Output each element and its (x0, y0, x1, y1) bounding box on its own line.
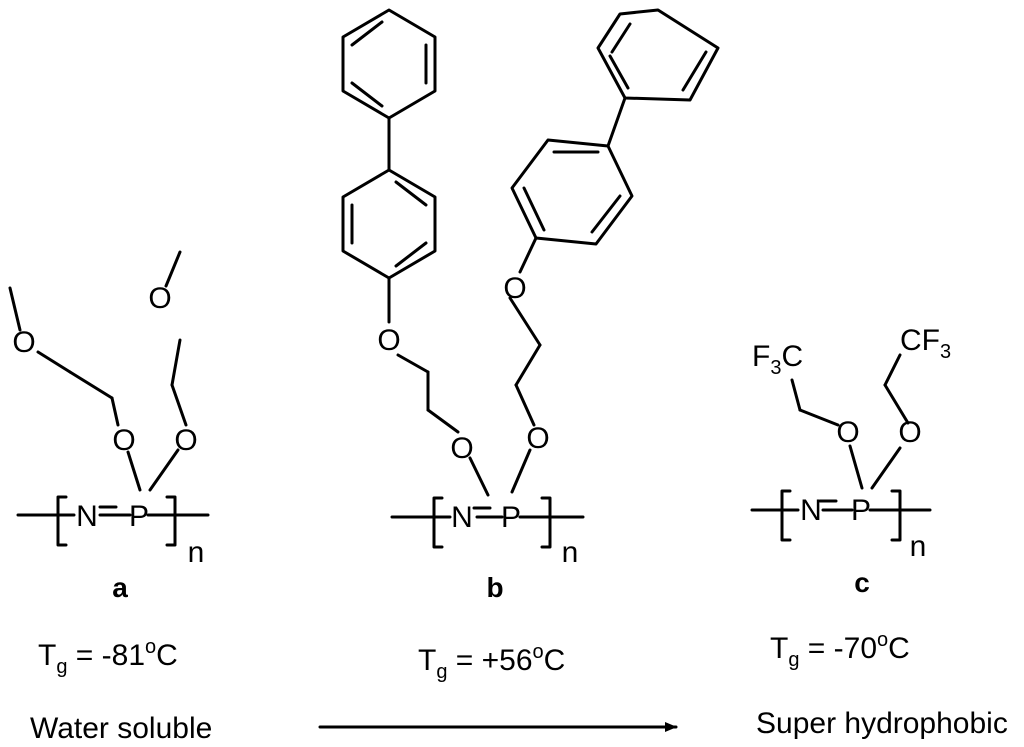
atom-o: O (174, 424, 197, 457)
compound-label-b: b (486, 572, 503, 603)
compound-label-c: c (854, 567, 870, 598)
water-soluble-label: Water soluble (30, 712, 212, 745)
atom-n: N (451, 501, 473, 534)
tg-value-b: Tg = +56oC (418, 641, 565, 683)
structure-a: O O O O N P n (8, 250, 210, 569)
repeat-n: n (910, 530, 927, 563)
atom-f: F (922, 324, 940, 357)
cf3-group-left: F3C (752, 340, 803, 379)
repeat-n: n (562, 536, 579, 569)
atom-c: C (781, 340, 803, 373)
atom-o: O (898, 416, 921, 449)
atom-o: O (112, 424, 135, 457)
subscript-3: 3 (770, 357, 781, 379)
structure-b: O O O O N P n (341, 8, 720, 569)
svg-text:CF3: CF3 (900, 324, 951, 363)
atom-o: O (836, 416, 859, 449)
tg-value-a: Tg = -81oC (38, 636, 178, 678)
atom-p: P (501, 501, 521, 534)
atom-o: O (377, 324, 400, 357)
tg-value-c: Tg = -70oC (770, 629, 910, 671)
atom-o: O (12, 326, 35, 359)
atom-f: F (752, 340, 770, 373)
subscript-3: 3 (940, 341, 951, 363)
atom-c: C (900, 324, 922, 357)
super-hydrophobic-label: Super hydrophobic (756, 707, 1008, 740)
atom-o: O (450, 432, 473, 465)
repeat-n: n (188, 536, 205, 569)
atom-n: N (800, 494, 822, 527)
compound-label-a: a (112, 572, 128, 603)
atom-p: P (851, 494, 871, 527)
atom-o: O (526, 422, 549, 455)
structure-c: F3C CF3 O O N P n (750, 324, 951, 563)
svg-text:F3C: F3C (752, 340, 803, 379)
atom-o: O (148, 282, 171, 315)
atom-o: O (503, 272, 526, 305)
cf3-group-right: CF3 (900, 324, 951, 363)
atom-p: P (129, 500, 149, 533)
atom-n: N (76, 500, 98, 533)
